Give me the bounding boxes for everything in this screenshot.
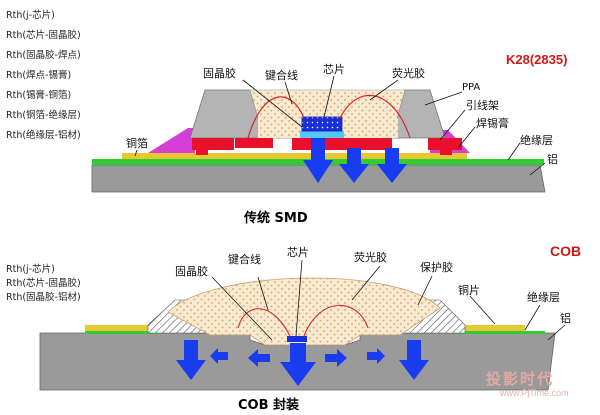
- watermark-url: www.PjTime.com: [500, 388, 569, 398]
- cob-heat-arrow-down: [280, 343, 316, 386]
- smd-lead-frame-mid-left: [235, 138, 273, 148]
- smd-solder-paste-left: [148, 128, 195, 153]
- smd-heat-arrow: [377, 148, 407, 183]
- cob-model-label: COB: [550, 243, 582, 259]
- cob-leader-protective-glue: [417, 275, 433, 306]
- smd-rth-item: Rth(铜箔-绝缘层): [6, 110, 81, 121]
- cob-leader-bond-wire: [257, 276, 269, 311]
- cob-copper-left: [85, 325, 160, 331]
- smd-leader-solder: [457, 126, 476, 149]
- smd-bond-wire-left: [247, 96, 305, 139]
- smd-die-attach: [300, 131, 344, 138]
- cob-rth-item: Rth(j-芯片): [6, 264, 55, 275]
- smd-leader-phosphor: [369, 79, 399, 101]
- cob-chip: [287, 336, 307, 342]
- smd-heat-arrows: [303, 138, 407, 183]
- cob-leader-die-attach: [211, 276, 273, 341]
- smd-label-lead-frame: 引线架: [466, 99, 499, 112]
- cob-caption: COB 封装: [238, 398, 300, 413]
- smd-leader-copper: [134, 149, 138, 157]
- smd-leader-insulation: [507, 142, 521, 161]
- smd-lead-frame-center: [292, 138, 392, 150]
- cob-leader-insulation: [524, 304, 541, 331]
- cob-heat-arrow-right: [325, 349, 347, 367]
- smd-rth-item: Rth(锡膏-铜箔): [6, 90, 72, 101]
- cob-label-bond-wire: 键合线: [228, 253, 261, 266]
- cob-label-insulation: 绝缘层: [527, 291, 560, 304]
- cob-bond-wire-right: [303, 304, 369, 337]
- cob-insulation-left: [85, 331, 160, 334]
- smd-leader-bond-wire: [284, 81, 293, 105]
- cob-heat-arrow-left-outer: [210, 348, 228, 364]
- smd-rth-item: Rth(焊点-锡膏): [6, 70, 72, 81]
- smd-lead-frame-left: [192, 138, 234, 150]
- watermark-text: 投影时代: [486, 370, 555, 388]
- cob-label-aluminum: 铝: [560, 312, 571, 325]
- smd-label-aluminum: 铝: [547, 153, 558, 166]
- cob-heat-arrow-right-outer: [367, 348, 385, 364]
- cob-heat-arrows: [176, 340, 429, 386]
- cob-label-chip: 芯片: [287, 246, 309, 259]
- cob-rth-item: Rth(芯片-固晶胶): [6, 278, 81, 289]
- smd-lead-frame-right: [428, 138, 462, 150]
- cob-heat-arrow-left: [248, 349, 270, 367]
- smd-lead-frame-foot-left: [196, 150, 208, 155]
- cob-label-die-attach: 固晶胶: [175, 265, 208, 278]
- smd-model-label: K28(2835): [506, 52, 568, 67]
- cob-leader-aluminum: [547, 324, 566, 341]
- cob-rth-item: Rth(固晶胶-铝材): [6, 292, 81, 303]
- cob-label-phosphor: 荧光胶: [354, 251, 387, 264]
- smd-label-copper-foil: 铜箔: [126, 137, 148, 150]
- smd-label-die-attach: 固晶胶: [203, 67, 236, 80]
- cob-bond-wire-left: [237, 308, 291, 337]
- cob-leader-copper: [469, 295, 496, 325]
- smd-bond-wire-right: [339, 94, 411, 139]
- smd-label-solder-paste: 焊锡膏: [476, 117, 509, 130]
- smd-label-chip: 芯片: [323, 63, 345, 76]
- smd-label-phosphor: 荧光胶: [392, 67, 425, 80]
- smd-heat-arrow: [339, 148, 369, 183]
- smd-label-ppa: PPA: [462, 82, 481, 93]
- cob-heat-arrow-down-right: [399, 340, 429, 380]
- cob-insulation-right: [455, 331, 545, 334]
- smd-rth-item: Rth(j-芯片): [6, 10, 55, 21]
- cob-leader-chip: [295, 259, 303, 337]
- cob-label-copper-sheet: 铜片: [458, 284, 480, 297]
- smd-leader-die-attach: [242, 79, 303, 128]
- smd-rth-item: Rth(绝缘层-铝材): [6, 130, 81, 141]
- cob-label-protective-glue: 保护胶: [420, 261, 453, 274]
- smd-rth-item: Rth(芯片-固晶胶): [6, 30, 81, 41]
- smd-lead-frame-foot-right: [440, 150, 452, 155]
- smd-copper-foil: [122, 153, 467, 159]
- smd-rth-item: Rth(固晶胶-焊点): [6, 50, 81, 61]
- cob-leader-phosphor: [351, 265, 381, 301]
- smd-heat-arrow: [303, 138, 333, 183]
- smd-caption: 传统 SMD: [244, 211, 308, 226]
- smd-leader-ppa: [424, 91, 463, 106]
- cob-copper-right: [455, 325, 525, 331]
- cob-heat-arrow-down-left: [176, 340, 206, 380]
- smd-label-bond-wire: 键合线: [265, 69, 298, 82]
- smd-chip: [301, 116, 343, 132]
- smd-leader-aluminum: [529, 162, 546, 176]
- smd-leader-chip: [323, 75, 335, 118]
- smd-leader-lead-frame: [439, 109, 466, 141]
- smd-label-insulation: 绝缘层: [520, 134, 553, 147]
